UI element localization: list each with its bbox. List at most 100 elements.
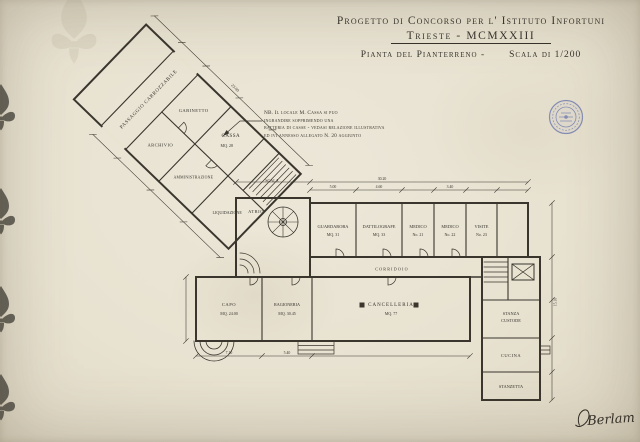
leader-line [222, 120, 263, 137]
dimension-line [92, 134, 221, 258]
door-swings [249, 276, 397, 286]
room-label-liquidazione: LIQUIDAZIONE [213, 210, 243, 215]
room-area: MQ. 30.45 [278, 311, 295, 316]
dimension-label: 23.60 [230, 83, 240, 93]
signature-flourish [575, 409, 590, 427]
room-label-archivio: ARCHIVIO [147, 143, 173, 148]
dimension-ticks [233, 179, 531, 185]
room-label-stanzetta: STANZETTA [499, 384, 524, 389]
room-label-passaggio: PASSAGGIO CARROZZABILE [120, 69, 179, 130]
column [359, 302, 365, 308]
room-label-corridoio: CORRIDOIO [375, 267, 409, 272]
note-line-4: ed ivi annesso allegato N. 20 aggiunto [264, 133, 362, 140]
annex-outline [481, 256, 541, 401]
dimension-ticks [183, 274, 189, 344]
room-label-cucina: CUCINA [501, 353, 522, 358]
room-label-capo: CAPO [222, 302, 236, 307]
watermark-crests [0, 0, 97, 421]
watermark-crest-top [51, 0, 97, 64]
door-swings [177, 121, 218, 169]
corridor [249, 256, 483, 286]
hub-atrium [235, 197, 311, 278]
entrance-steps [297, 340, 335, 355]
room-number: No. 21 [413, 232, 424, 237]
room-label-guardaroba: GUARDAROBA [318, 224, 350, 229]
room-number: No. 23 [476, 232, 487, 237]
stamp-inner-ring [555, 106, 577, 128]
plan-ink: 23.60 PASSAGGIO CARROZZABILE GABINETTO A… [72, 15, 555, 403]
watermark-fleur-icon [0, 188, 15, 235]
arrowhead-icon [223, 130, 230, 136]
dimension-label: 3.40 [447, 185, 454, 189]
drawing-subtitle: Pianta del Pianterreno - Scala di 1/200 [320, 50, 622, 61]
signature-name: Berlam [586, 411, 636, 429]
annex-side-steps [539, 345, 551, 355]
room-label-medico-21: MEDICO [409, 224, 426, 229]
north-room-row [309, 202, 529, 258]
lift-shaft [511, 263, 535, 281]
stamp-outer-ring [548, 99, 584, 135]
passage-openings [101, 51, 198, 150]
fan-steps [239, 252, 261, 274]
east-annex [481, 256, 551, 401]
column [413, 302, 419, 308]
semicircular-entry-steps [193, 340, 235, 362]
drawing-title-city-year: Trieste - MCMXXIII [390, 30, 552, 45]
spiral-stair-treads [267, 206, 299, 238]
hub-outline [235, 197, 311, 278]
stamp-lettering-ring [552, 103, 580, 131]
dimension-lines [183, 179, 555, 403]
watermark-fleur-icon [0, 286, 15, 333]
plan-scale: Scala di 1/200 [509, 50, 582, 61]
south-row-partitions [261, 276, 313, 342]
south-room-row [193, 276, 471, 362]
room-label-medico-22: MEDICO [441, 224, 458, 229]
plan-name: Pianta del Pianterreno - [360, 50, 486, 61]
title-block: Progetto di Concorso per l' Istituto Inf… [320, 15, 622, 61]
dimension-ticks [150, 15, 313, 166]
ink-stamp [548, 99, 584, 135]
room-label-cancelleria: CANCELLERIA [368, 303, 414, 308]
architect-signature: Berlam [575, 409, 636, 429]
dimension-line [154, 15, 310, 166]
north-row-partitions [355, 202, 498, 258]
room-label-dattilografe: DATTILOGRAFE [363, 224, 396, 229]
stamp-text-marks [559, 112, 573, 122]
room-label-cassa: CASSA [222, 134, 241, 139]
annex-stair-treads [483, 261, 509, 283]
note-line-2: ingrandire sopprimendo una [264, 117, 334, 124]
wing-stair-treads [248, 157, 297, 206]
dimension-label: 5.40 [284, 351, 291, 355]
room-label-atrio: ATRIO [248, 209, 264, 214]
wing-partitions [157, 105, 280, 215]
room-area: MQ. 31 [327, 232, 339, 237]
nb-annotation: NB. Il locale M. Cassa si puo ingrandire… [264, 110, 436, 141]
door-swings [335, 248, 461, 258]
room-labels: ATRIO CORRIDOIO GUARDAROBA MQ. 31 DATTIL… [220, 177, 557, 389]
south-row-outline [195, 276, 471, 342]
dimension-label: 30.20 [378, 177, 387, 181]
dimension-label: 4.60 [376, 185, 383, 189]
dimension-ticks [89, 134, 225, 258]
room-area-cassa: MQ. 28 [221, 143, 233, 148]
lift-shaft-cross [511, 263, 535, 281]
note-line-3: batteria di casse - vedasi relazione ill… [264, 125, 385, 132]
room-number: No. 22 [445, 232, 456, 237]
room-label-ragioneria: RAGIONERIA [274, 302, 300, 307]
note-line-1: NB. Il locale M. Cassa si puo [264, 110, 338, 116]
watermark-fleur-icon [0, 84, 15, 131]
note-leader-arrow [222, 120, 263, 137]
dimension-ticks [307, 187, 531, 193]
room-area: MQ. 77 [385, 311, 397, 316]
drawing-title-line2: Trieste - MCMXXIII [320, 30, 622, 45]
room-area: MQ. 33 [373, 232, 385, 237]
room-label-stanza-custode-2: CUSTODE [501, 318, 521, 323]
dimension-ticks [193, 353, 473, 359]
room-area: MQ. 24.00 [220, 311, 237, 316]
room-label-amministrazione: AMMINISTRAZIONE [173, 176, 213, 180]
dimension-label: 5.00 [330, 185, 337, 189]
north-row-outline [309, 202, 529, 258]
watermark-fleur-icon [0, 374, 15, 421]
